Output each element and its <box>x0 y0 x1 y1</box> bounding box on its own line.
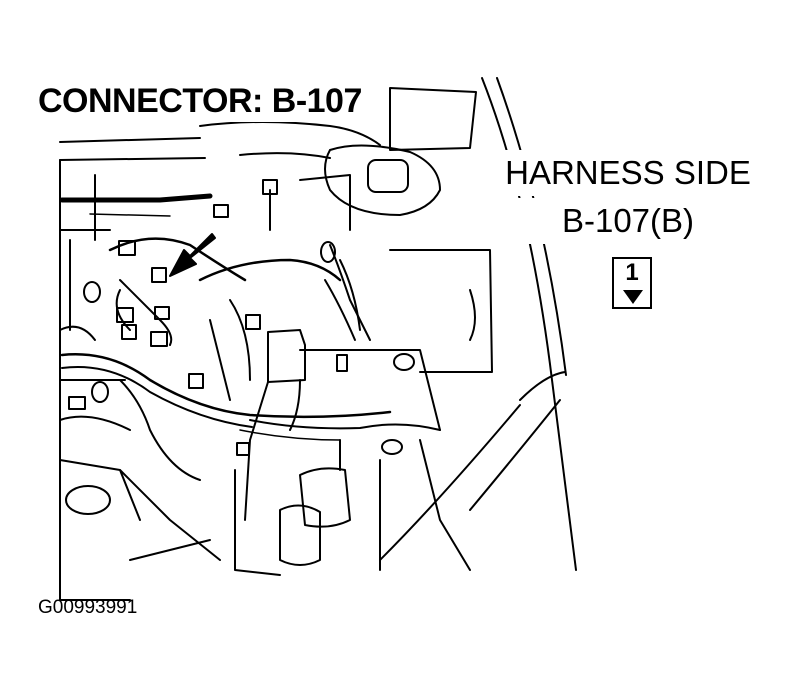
reservoir <box>324 144 441 216</box>
connector-id-label: B-107(B) <box>480 198 776 244</box>
body-lower-edge <box>469 399 561 511</box>
figure-code: G00993991 <box>38 597 138 618</box>
pointer-arrow <box>169 233 216 277</box>
wiring-harness <box>59 193 213 203</box>
engine-block <box>59 159 131 601</box>
relay-box <box>267 329 306 383</box>
harness-side-label: HARNESS SIDE <box>480 150 776 196</box>
fender-edge <box>519 371 566 401</box>
lower-bracket <box>234 469 281 576</box>
radiator-support <box>389 249 493 373</box>
pin-number: 1 <box>625 259 639 286</box>
diagram-title: CONNECTOR: B-107 <box>36 80 364 122</box>
connector-pin-diagram: 1 <box>612 257 652 309</box>
lock-tab-icon <box>623 290 643 304</box>
upper-panel <box>389 87 477 151</box>
